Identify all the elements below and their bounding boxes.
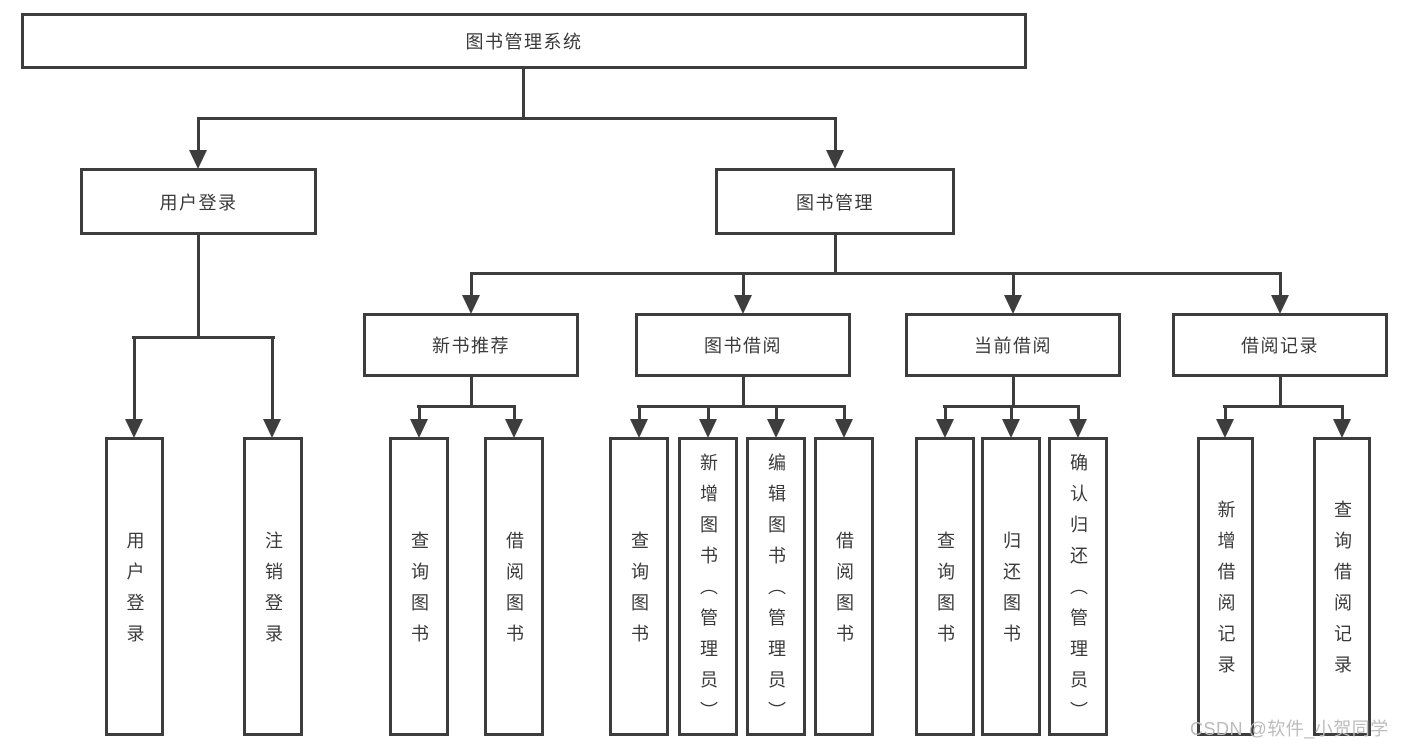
arrow-into-g4-leaf3 [1069, 419, 1087, 438]
leaf-borrow-books: 借阅图书 [814, 437, 874, 736]
arrow-into-g3-leaf1 [630, 419, 648, 438]
arrow-into-user-login [189, 150, 207, 169]
leaf-query-books-current-label: 查询图书 [935, 530, 955, 655]
arrow-into-g3-leaf2 [699, 419, 717, 438]
connector-stem-g5-leaf2 [1341, 405, 1344, 422]
node-root-label: 图书管理系统 [465, 32, 583, 52]
leaf-add-borrow-record: 新增借阅记录 [1197, 437, 1254, 736]
node-current-borrow-label: 当前借阅 [974, 336, 1052, 356]
arrow-into-g2-leaf1 [410, 419, 428, 438]
connector-root-hline [197, 117, 837, 120]
arrow-into-current-borrow [1004, 295, 1022, 314]
watermark: CSDN @软件_小贺同学 [1190, 719, 1389, 739]
connector-borrow-records-stub [1279, 377, 1282, 408]
node-book-borrow-label: 图书借阅 [704, 336, 782, 356]
arrow-into-g2-leaf2 [505, 419, 523, 438]
arrow-into-book-management [826, 150, 844, 169]
node-borrow-records: 借阅记录 [1172, 313, 1388, 377]
leaf-query-borrow-record-label: 查询借阅记录 [1332, 499, 1352, 686]
connector-book-management-hline [470, 272, 1282, 275]
node-borrow-records-label: 借阅记录 [1241, 336, 1319, 356]
connector-stem-leaf-logout [271, 336, 274, 422]
leaf-query-books-current: 查询图书 [915, 437, 975, 736]
connector-stem-g4-leaf3 [1077, 405, 1080, 422]
leaf-add-book-admin: 新增图书（管理员） [678, 437, 738, 736]
node-book-management: 图书管理 [715, 168, 955, 235]
connector-stem-g5-leaf1 [1224, 405, 1227, 422]
connector-user-login-stub [197, 235, 200, 339]
connector-stem-g2-leaf2 [513, 405, 516, 422]
leaf-return-books: 归还图书 [981, 437, 1041, 736]
connector-stem-g4-leaf1 [944, 405, 947, 422]
node-root: 图书管理系统 [21, 13, 1027, 69]
connector-stem-new-book-recommend [470, 272, 473, 299]
node-user-login-label: 用户登录 [159, 192, 238, 213]
connector-stem-g3-leaf3 [775, 405, 778, 422]
arrow-into-g5-leaf1 [1216, 419, 1234, 438]
connector-root-stub [522, 69, 525, 120]
leaf-query-borrow-record: 查询借阅记录 [1313, 437, 1371, 736]
arrow-into-new-book-recommend [462, 295, 480, 314]
arrow-into-g4-leaf1 [936, 419, 954, 438]
connector-stem-borrow-records [1279, 272, 1282, 299]
connector-stem-g4-leaf2 [1010, 405, 1013, 422]
connector-current-borrow-stub [1012, 377, 1015, 408]
leaf-borrow-books-recommend: 借阅图书 [484, 437, 544, 736]
connector-user-login-hline [132, 336, 275, 339]
leaf-edit-book-admin-label: 编辑图书（管理员） [766, 453, 786, 732]
node-new-book-recommend: 新书推荐 [363, 313, 579, 377]
leaf-confirm-return-admin-label: 确认归还（管理员） [1068, 453, 1088, 732]
arrow-into-book-borrow [734, 295, 752, 314]
leaf-return-books-label: 归还图书 [1001, 530, 1021, 655]
connector-stem-g2-leaf1 [418, 405, 421, 422]
arrow-into-leaf-logout [263, 419, 281, 438]
connector-book-management-stub [834, 235, 837, 275]
arrow-into-g3-leaf4 [835, 419, 853, 438]
connector-stem-g3-leaf1 [638, 405, 641, 422]
connector-stem-current-borrow [1012, 272, 1015, 299]
connector-stem-book-borrow [742, 272, 745, 299]
arrow-into-g5-leaf2 [1333, 419, 1351, 438]
leaf-confirm-return-admin: 确认归还（管理员） [1048, 437, 1108, 736]
node-new-book-recommend-label: 新书推荐 [432, 336, 510, 356]
node-current-borrow: 当前借阅 [905, 313, 1121, 377]
connector-book-borrow-stub [742, 377, 745, 408]
leaf-borrow-books-recommend-label: 借阅图书 [504, 530, 524, 655]
leaf-add-borrow-record-label: 新增借阅记录 [1215, 499, 1236, 686]
leaf-edit-book-admin: 编辑图书（管理员） [746, 437, 806, 736]
connector-book-borrow-hline [637, 405, 846, 408]
node-book-borrow: 图书借阅 [635, 313, 851, 377]
connector-stem-book-management [834, 117, 837, 155]
arrow-into-leaf-user-login [125, 419, 143, 438]
connector-new-book-recommend-stub [470, 377, 473, 408]
arrow-into-g4-leaf2 [1002, 419, 1020, 438]
leaf-query-books-borrow-label: 查询图书 [629, 530, 649, 655]
node-book-management-label: 图书管理 [796, 192, 874, 213]
node-user-login: 用户登录 [80, 168, 317, 235]
leaf-logout: 注销登录 [243, 437, 303, 736]
leaf-query-books-recommend: 查询图书 [389, 437, 449, 736]
leaf-user-login-label: 用户登录 [124, 530, 145, 655]
arrow-into-borrow-records [1271, 295, 1289, 314]
leaf-query-books-borrow: 查询图书 [609, 437, 669, 736]
leaf-add-book-admin-label: 新增图书（管理员） [698, 453, 718, 732]
connector-borrow-records-hline [1223, 405, 1344, 408]
leaf-user-login: 用户登录 [105, 437, 164, 736]
leaf-logout-label: 注销登录 [263, 530, 283, 655]
leaf-query-books-recommend-label: 查询图书 [409, 530, 429, 655]
connector-stem-leaf-user-login [133, 336, 136, 422]
connector-stem-g3-leaf2 [707, 405, 710, 422]
connector-stem-g3-leaf4 [843, 405, 846, 422]
connector-new-book-recommend-hline [417, 405, 516, 408]
arrow-into-g3-leaf3 [767, 419, 785, 438]
leaf-borrow-books-label: 借阅图书 [834, 530, 854, 655]
connector-stem-user-login [197, 117, 200, 155]
